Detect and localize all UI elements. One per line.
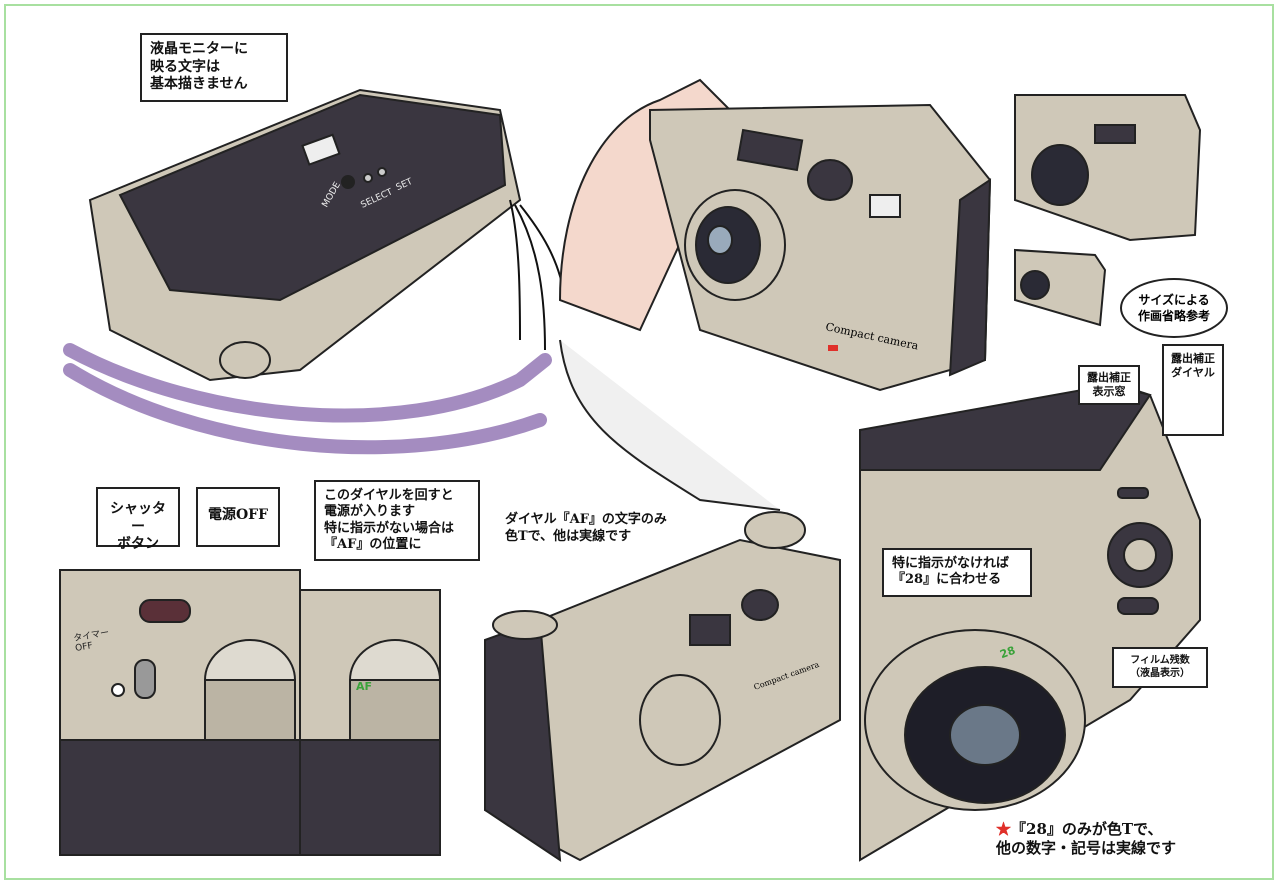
af-label: AF bbox=[356, 680, 373, 693]
sleeve bbox=[559, 339, 781, 511]
camera-front-3q bbox=[483, 511, 841, 862]
size-reference-cameras bbox=[1014, 94, 1202, 327]
power-off-note: 電源OFF bbox=[196, 487, 280, 547]
lcd-text-note: 液晶モニターに 映る文字は 基本描きません bbox=[140, 33, 288, 102]
exposure-dial-note: 露出補正 ダイヤル bbox=[1162, 344, 1224, 436]
film-count-note: フィルム残数 （液晶表示） bbox=[1112, 647, 1208, 688]
shutter-button-note: シャッター ボタン bbox=[96, 487, 180, 552]
camera-handheld bbox=[558, 78, 992, 392]
dial-power-note: このダイヤルを回すと 電源が入ります 特に指示がない場合は 『AF』の位置に bbox=[314, 480, 480, 561]
wrist-strap bbox=[63, 343, 552, 455]
footnote-text: 『28』のみが色Tで、 他の数字・記号は実線です bbox=[996, 819, 1177, 858]
dial-color-note: ダイヤル『AF』の文字のみ 色Tで、他は実線です bbox=[505, 512, 667, 544]
shutter-detail-panel bbox=[59, 569, 301, 856]
page-border bbox=[4, 4, 1274, 880]
exposure-window-note: 露出補正 表示窓 bbox=[1078, 365, 1140, 405]
camera-back-view bbox=[88, 88, 522, 382]
aperture-note: 特に指示がなければ 『28』に合わせる bbox=[882, 548, 1032, 597]
size-reference-note: サイズによる 作画省略参考 bbox=[1120, 278, 1228, 338]
strap-cord bbox=[509, 199, 566, 351]
dial-detail-panel bbox=[299, 589, 441, 856]
star-icon: ★ bbox=[996, 819, 1012, 838]
lens-detail-panel bbox=[859, 383, 1201, 862]
footnote: ★『28』のみが色Tで、 他の数字・記号は実線です bbox=[996, 800, 1176, 859]
